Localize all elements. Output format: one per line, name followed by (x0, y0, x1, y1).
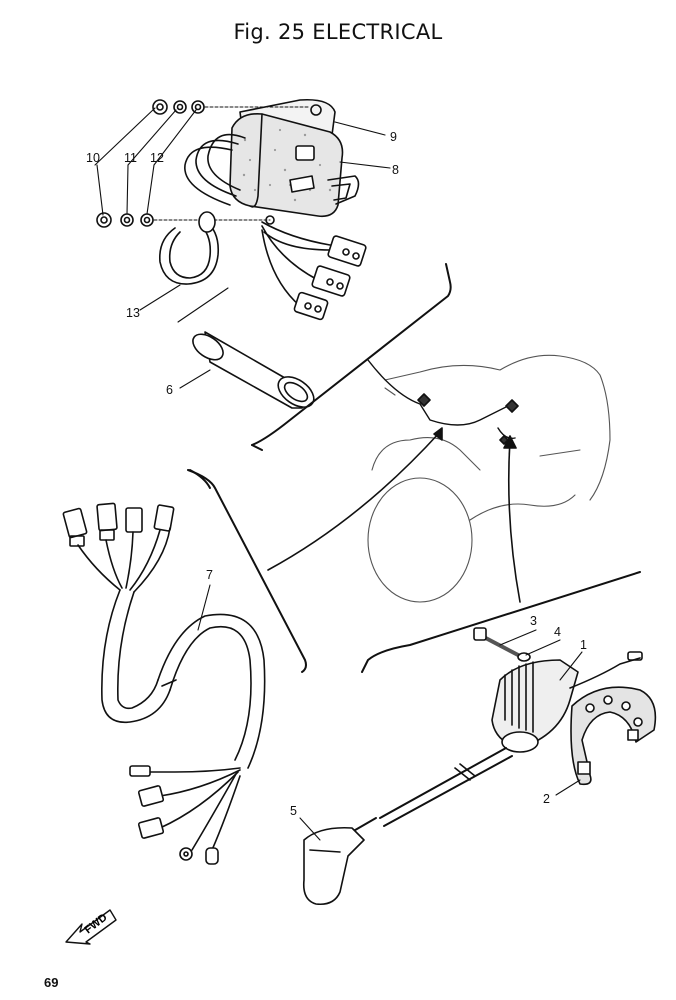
callout-12: 12 (150, 151, 164, 165)
coil-part (192, 331, 315, 409)
switch-assembly (184, 98, 360, 218)
callout-lines-bottom (299, 629, 583, 841)
callout-10: 10 (86, 151, 100, 165)
callout-lines-top (94, 107, 391, 389)
plug-cap-part (302, 817, 377, 906)
page-title: Fig. 25 ELECTRICAL (233, 20, 443, 44)
callout-2: 2 (543, 792, 550, 806)
callout-8: 8 (392, 163, 399, 177)
callout-9: 9 (390, 130, 397, 144)
band-part (158, 211, 220, 285)
harness-part (62, 469, 307, 865)
motorcycle-outline (367, 354, 611, 603)
callout-3: 3 (530, 614, 537, 628)
callout-13: 13 (126, 306, 140, 320)
fwd-arrow-icon (65, 909, 117, 945)
callout-4: 4 (554, 625, 561, 639)
callout-7: 7 (206, 568, 213, 582)
cdi-part (379, 627, 643, 827)
callout-1: 1 (580, 638, 587, 652)
bracket-part (570, 686, 657, 786)
callout-5: 5 (290, 804, 297, 818)
callout-6: 6 (166, 383, 173, 397)
callout-11: 11 (124, 151, 137, 165)
page-number: 69 (44, 975, 59, 990)
switch-wires (261, 221, 367, 321)
